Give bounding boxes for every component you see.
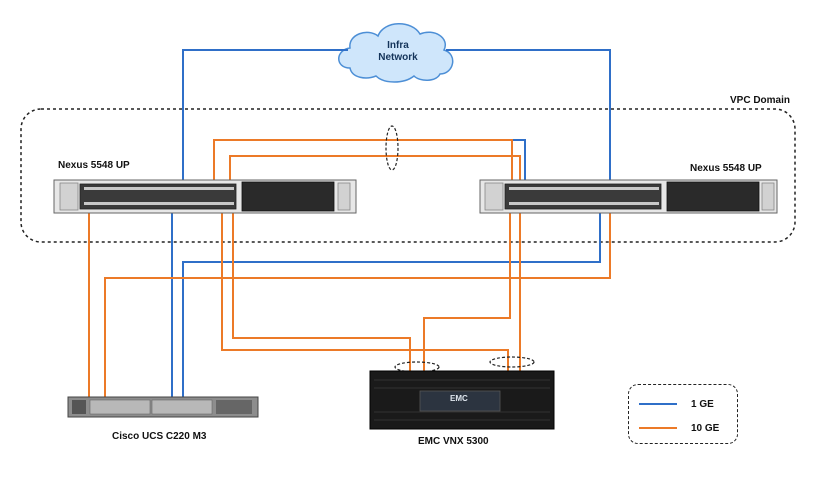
link-10ge-peer-2 <box>229 155 521 196</box>
link-1ge-cloud-right <box>446 49 611 196</box>
legend-swatch-1ge <box>639 403 677 405</box>
switch-left-label: Nexus 5548 UP <box>58 160 130 171</box>
server-ucs <box>67 396 259 418</box>
storage-logo-text: EMC <box>450 394 468 403</box>
legend: 1 GE 10 GE <box>628 384 738 444</box>
vpc-domain-label: VPC Domain <box>730 95 791 106</box>
link-10ge-left-storage-1 <box>232 205 411 383</box>
legend-label-10ge: 10 GE <box>691 422 720 434</box>
server-label: Cisco UCS C220 M3 <box>112 431 207 442</box>
legend-swatch-10ge <box>639 427 677 429</box>
switch-right-label: Nexus 5548 UP <box>690 163 762 174</box>
vpc-domain-box <box>20 108 796 243</box>
link-10ge-peer-1 <box>213 139 513 196</box>
legend-label-1ge: 1 GE <box>691 398 714 410</box>
cloud-label-line2: Network <box>378 52 418 63</box>
link-10ge-right-server <box>104 205 611 397</box>
link-10ge-left-storage-2 <box>221 205 509 383</box>
legend-item-10ge: 10 GE <box>639 421 719 435</box>
switch-right <box>479 179 778 214</box>
cloud-icon <box>338 23 454 83</box>
link-1ge-left-to-right <box>512 139 526 196</box>
storage-label: EMC VNX 5300 <box>418 436 489 447</box>
switch-left <box>53 179 357 214</box>
link-1ge-right-server <box>182 205 601 397</box>
link-10ge-right-storage-1 <box>423 205 511 383</box>
link-10ge-group <box>88 139 611 397</box>
link-1ge-group <box>171 49 611 397</box>
storage-port-channel-right <box>489 356 535 368</box>
vpc-peer-link-ellipse <box>385 125 399 171</box>
legend-item-1ge: 1 GE <box>639 397 714 411</box>
storage-vnx <box>369 370 555 430</box>
link-1ge-cloud-left <box>182 49 348 196</box>
cloud-label-line1: Infra <box>387 40 409 51</box>
storage-port-channel-left <box>394 361 440 373</box>
